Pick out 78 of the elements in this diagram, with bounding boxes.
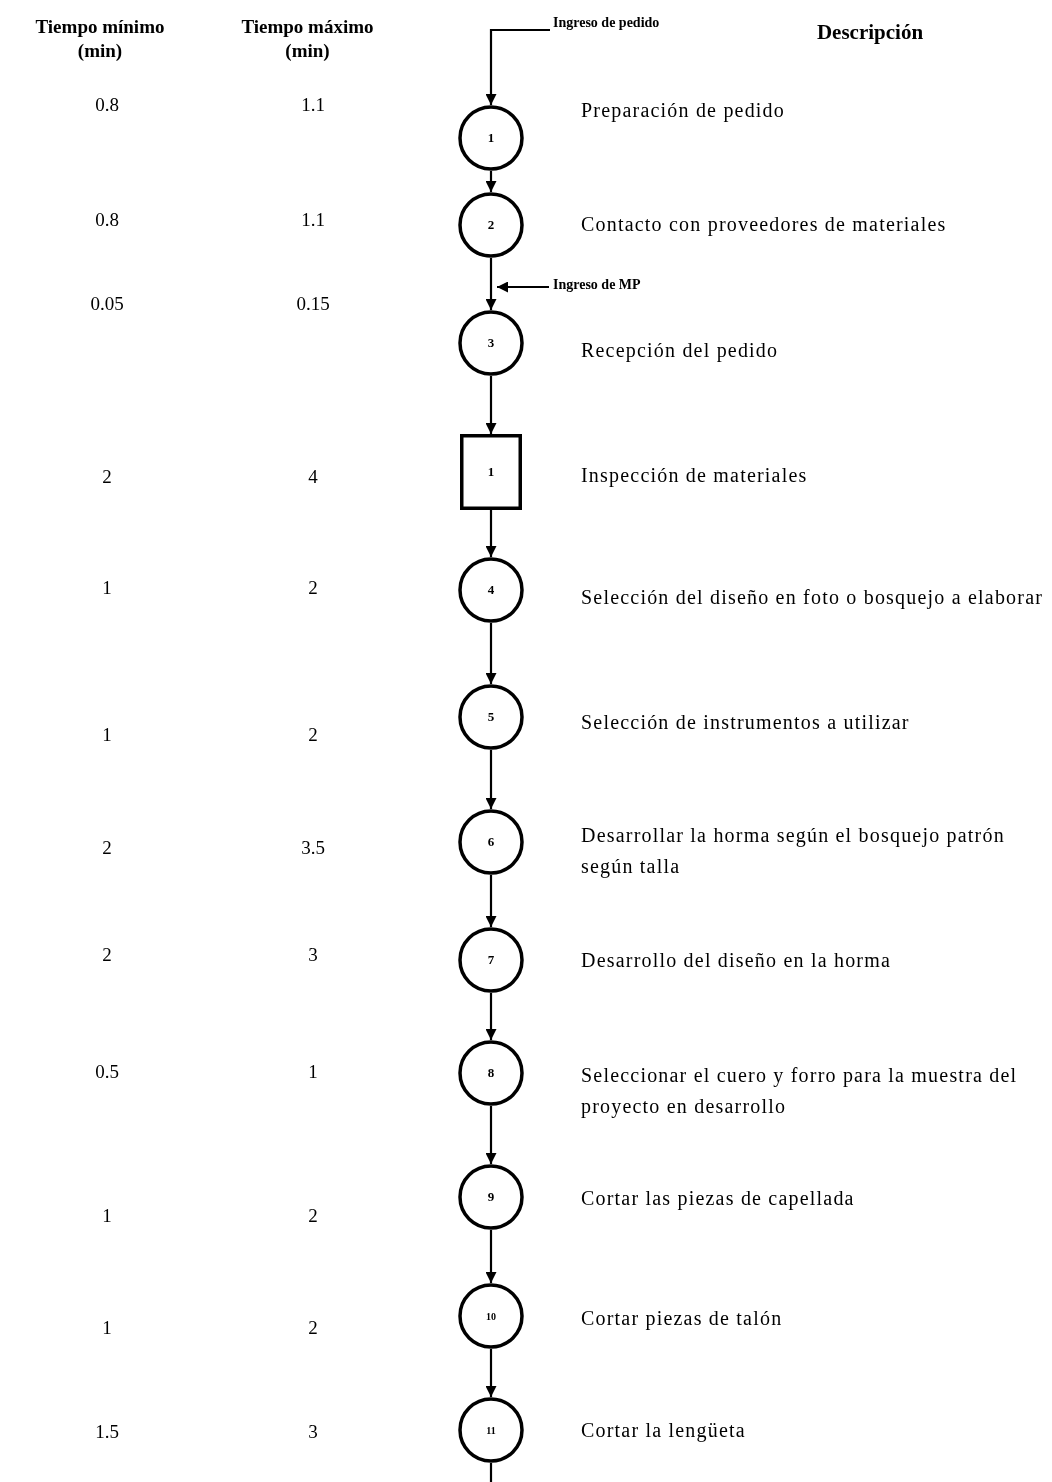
time-value: 2 bbox=[308, 1317, 318, 1339]
time-value: 2 bbox=[102, 466, 112, 488]
step-description: Cortar la lengüeta bbox=[581, 1418, 747, 1444]
step-number: 4 bbox=[486, 582, 496, 598]
operation-circle bbox=[458, 192, 524, 258]
arrow bbox=[485, 376, 497, 434]
operation-circle bbox=[458, 310, 524, 376]
time-value: 0.8 bbox=[95, 209, 119, 231]
step-number: 3 bbox=[486, 335, 496, 351]
time-value: 2 bbox=[308, 724, 318, 746]
time-value: 3 bbox=[308, 944, 318, 966]
time-value: 1.5 bbox=[95, 1421, 119, 1443]
step-number: 1 bbox=[486, 130, 496, 146]
time-value: 1 bbox=[102, 724, 112, 746]
time-value: 3.5 bbox=[301, 837, 325, 859]
time-value: 1.1 bbox=[301, 209, 325, 231]
time-value: 0.05 bbox=[90, 293, 124, 315]
step-description: Desarrollo del diseño en la horma bbox=[581, 948, 893, 973]
input-label: Ingreso de pedido bbox=[553, 15, 660, 31]
time-value: 1 bbox=[102, 577, 112, 599]
time-value: 2 bbox=[102, 837, 112, 859]
step-description: Cortar las piezas de capellada bbox=[581, 1186, 856, 1212]
operation-circle bbox=[458, 1283, 524, 1349]
time-value: 1.1 bbox=[301, 94, 325, 116]
arrow bbox=[485, 993, 497, 1040]
operation-circle bbox=[458, 557, 524, 623]
time-value: 2 bbox=[102, 944, 112, 966]
operation-circle bbox=[458, 105, 524, 171]
step-number: 11 bbox=[485, 1424, 497, 1436]
column-header: Tiempo mínimo (min) bbox=[34, 15, 166, 63]
time-value: 1 bbox=[102, 1205, 112, 1227]
step-description: Inspección de materiales bbox=[581, 463, 809, 489]
arrow bbox=[485, 1349, 497, 1397]
operation-circle bbox=[458, 684, 524, 750]
operation-circle bbox=[458, 1397, 524, 1463]
step-description: Preparación de pedido bbox=[581, 98, 787, 124]
step-description: Desarrollar la horma según el bosquejo patrón según talla bbox=[581, 823, 1006, 880]
step-number: 10 bbox=[485, 1310, 497, 1322]
step-description: Contacto con proveedores de materiales bbox=[581, 212, 948, 238]
time-value: 0.5 bbox=[95, 1061, 119, 1083]
time-value: 1 bbox=[102, 1317, 112, 1339]
arrow bbox=[485, 28, 550, 105]
time-value: 1 bbox=[308, 1061, 318, 1083]
arrow bbox=[485, 623, 497, 684]
operation-circle bbox=[458, 1040, 524, 1106]
time-value: 4 bbox=[308, 466, 318, 488]
time-value: 2 bbox=[308, 1205, 318, 1227]
time-value: 3 bbox=[308, 1421, 318, 1443]
arrow bbox=[485, 510, 497, 557]
arrow bbox=[485, 750, 497, 809]
operation-circle bbox=[458, 927, 524, 993]
inspection-square bbox=[460, 434, 522, 510]
step-number: 2 bbox=[486, 217, 496, 233]
arrow bbox=[485, 171, 497, 192]
step-description: Cortar piezas de talón bbox=[581, 1306, 784, 1332]
time-value: 2 bbox=[308, 577, 318, 599]
arrow bbox=[485, 1106, 497, 1164]
time-value: 0.8 bbox=[95, 94, 119, 116]
step-number: 5 bbox=[486, 709, 496, 725]
step-description: Selección de instrumentos a utilizar bbox=[581, 710, 911, 735]
column-header: Descripción bbox=[815, 20, 925, 44]
arrow bbox=[485, 1230, 497, 1283]
step-number: 9 bbox=[486, 1189, 496, 1205]
time-value: 0.15 bbox=[296, 293, 330, 315]
operation-circle bbox=[458, 809, 524, 875]
step-number: 8 bbox=[486, 1065, 496, 1081]
step-number: 6 bbox=[486, 834, 496, 850]
operation-circle bbox=[458, 1164, 524, 1230]
column-header: Tiempo máximo (min) bbox=[240, 15, 375, 63]
step-description: Seleccionar el cuero y forro para la muestra del proyecto en desarrollo bbox=[581, 1063, 1019, 1120]
arrow bbox=[485, 258, 497, 310]
step-number: 1 bbox=[486, 464, 496, 480]
step-description: Selección del diseño en foto o bosquejo a elaborar bbox=[581, 585, 1045, 611]
arrow bbox=[497, 281, 549, 293]
input-label: Ingreso de MP bbox=[553, 277, 641, 293]
step-number: 7 bbox=[486, 952, 496, 968]
step-description: Recepción del pedido bbox=[581, 338, 780, 364]
arrow bbox=[485, 875, 497, 927]
